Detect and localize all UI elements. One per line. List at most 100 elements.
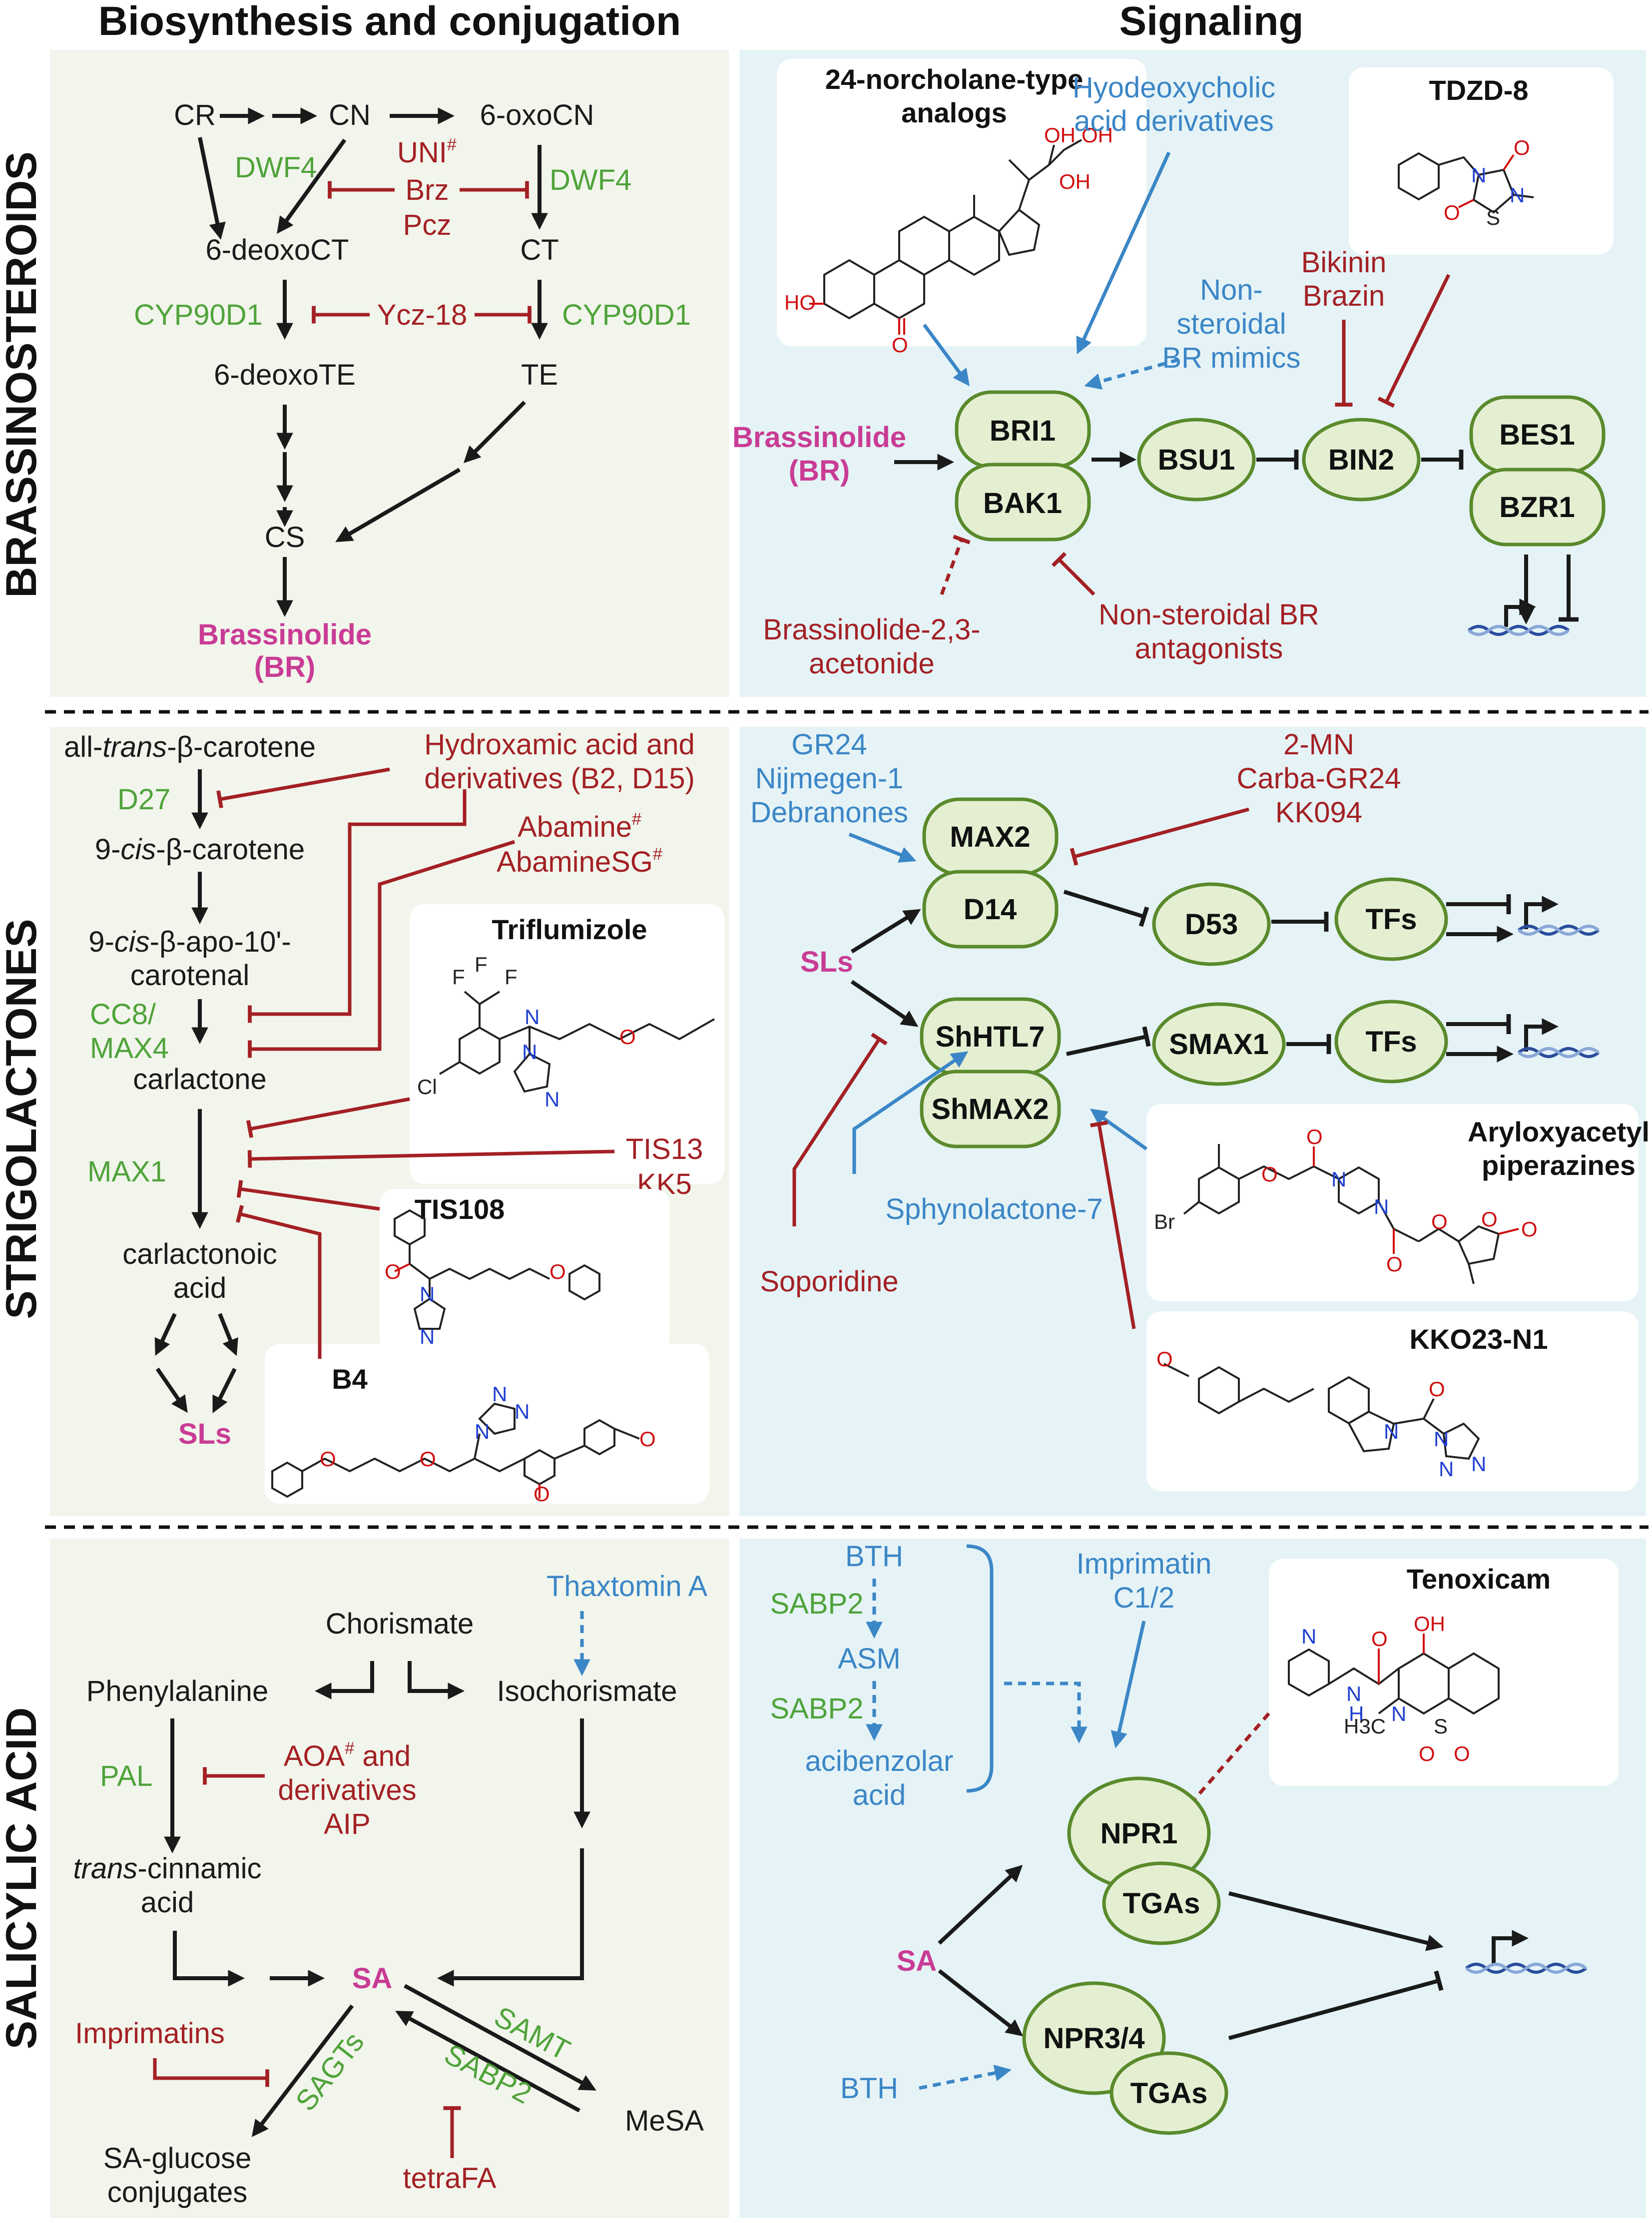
- triflumizole-box: [410, 904, 724, 1184]
- inhibitor-pcz: Pcz: [403, 209, 452, 241]
- tenoxicam-structure: N O N H OH N H3C S O O: [1288, 1612, 1500, 1765]
- inhibitor-tis13: TIS13: [626, 1133, 703, 1165]
- label-9-cis-apo-1: 9-cis-β-apo-10'-: [88, 926, 291, 958]
- compound-bth-bottom: BTH: [840, 2072, 898, 2105]
- chem-o-b4-3: O: [639, 1427, 656, 1451]
- label-trans-cinnamic: trans-cinnamic: [73, 1852, 261, 1885]
- label-sa-glucose: SA-glucose: [103, 2142, 252, 2175]
- node-npr1-label: NPR1: [1101, 1817, 1178, 1850]
- chem-f-2: F: [475, 953, 488, 976]
- node-bin2-label: BIN2: [1328, 444, 1394, 476]
- label-6-deoxote: 6-deoxoTE: [214, 359, 356, 391]
- chem-n-trif-2: N: [522, 1040, 537, 1064]
- label-all-trans-carotene: all-trans-β-carotene: [64, 731, 316, 763]
- chem-n-tis-1: N: [420, 1282, 435, 1306]
- inhibitor-aip: AIP: [324, 1808, 371, 1840]
- node-shmax2-label: ShMAX2: [931, 1093, 1049, 1125]
- chem-n-teno-3: N: [1391, 1702, 1406, 1725]
- chem-oh-1: OH: [1044, 123, 1076, 147]
- chem-h3c: H3C: [1344, 1714, 1386, 1738]
- label-cn: CN: [329, 99, 371, 131]
- compound-non: Non-: [1200, 274, 1263, 306]
- sl-signaling: GR24 Nijmegen-1 Debranones 2-MN Carba-GR…: [750, 728, 1650, 1491]
- dna-br: [1468, 598, 1570, 636]
- chem-oh-3: OH: [1059, 170, 1091, 193]
- sl-biosynthesis: all-trans-β-carotene D27 9-cis-β-caroten…: [64, 728, 724, 1506]
- chem-o-tdzd-1: O: [1514, 136, 1530, 159]
- bth-bracket: [966, 1544, 994, 1793]
- compound-b4: B4: [332, 1363, 368, 1395]
- inhibitor-bikinin: Bikinin: [1301, 246, 1387, 279]
- node-tgas-2-label: TGAs: [1130, 2077, 1208, 2110]
- compound-analogs: analogs: [901, 97, 1007, 128]
- label-cr: CR: [174, 99, 216, 131]
- chem-o-aryl-5: O: [1481, 1207, 1498, 1231]
- antagonist-nonsteroidal-2: antagonists: [1135, 632, 1283, 665]
- compound-bth-top: BTH: [845, 1540, 903, 1573]
- chem-n-teno-2: N: [1346, 1682, 1361, 1705]
- chem-br: Br: [1154, 1210, 1175, 1233]
- node-bsu1-label: BSU1: [1158, 444, 1235, 476]
- node-bri1-label: BRI1: [990, 415, 1056, 447]
- compound-kko23-n1: KKO23-N1: [1410, 1323, 1548, 1355]
- chem-o-tdzd-2: O: [1444, 201, 1460, 224]
- inhibitor-brz: Brz: [406, 174, 449, 206]
- label-cinnamic-acid: acid: [141, 1886, 194, 1919]
- label-brassinolide: Brassinolide: [198, 618, 372, 651]
- chem-o-aryl-4: O: [1431, 1210, 1448, 1233]
- chem-o-b4-4: O: [534, 1482, 550, 1506]
- inhibitor-2-mn: 2-MN: [1283, 728, 1354, 761]
- node-bak1: [955, 463, 1091, 542]
- compound-asm: ASM: [838, 1643, 901, 1675]
- label-te: TE: [521, 359, 558, 391]
- chem-n-trif-1: N: [525, 1005, 540, 1029]
- node-bsu1: [1137, 418, 1256, 502]
- node-bes1-label: BES1: [1499, 419, 1575, 451]
- label-sa-bio: SA: [352, 1962, 393, 1995]
- inhibitor-hydroxamic-1: Hydroxamic acid and: [424, 728, 695, 761]
- chem-n-tdzd-1: N: [1471, 163, 1486, 187]
- node-bin2: [1302, 418, 1421, 502]
- label-mesa: MeSA: [625, 2105, 704, 2137]
- chem-o-b4-2: O: [420, 1447, 436, 1471]
- tis108-structure: O O N N: [385, 1209, 600, 1348]
- panel-br-biosynthesis: [50, 50, 729, 697]
- node-shhtl7-label: ShHTL7: [935, 1021, 1045, 1053]
- label-br-sig: (BR): [789, 455, 850, 487]
- compound-c1-2: C1/2: [1113, 1582, 1175, 1614]
- compound-nijmegen-1: Nijmegen-1: [755, 762, 904, 795]
- steroid-structure: HO O OH OH OH: [784, 123, 1113, 357]
- compound-sphynolactone-7: Sphynolactone-7: [885, 1193, 1102, 1225]
- label-acid: acid: [173, 1272, 226, 1304]
- chem-oh-teno: OH: [1414, 1612, 1445, 1636]
- inhibitor-hydroxamic-2: derivatives (B2, D15): [424, 762, 695, 795]
- chem-o: O: [892, 333, 908, 357]
- compound-tdzd-8: TDZD-8: [1429, 74, 1528, 106]
- chem-o-aryl-2: O: [1306, 1125, 1323, 1148]
- chem-n-kko-1: N: [1384, 1420, 1399, 1443]
- enzyme-pal: PAL: [100, 1760, 152, 1792]
- chem-o-tis-2: O: [550, 1260, 566, 1283]
- chem-f-3: F: [505, 965, 518, 989]
- label-6-deoxoct: 6-deoxoCT: [206, 234, 349, 266]
- inhibitor-aoa: AOA# and: [284, 1739, 411, 1772]
- chem-n-teno-1: N: [1301, 1625, 1316, 1648]
- chem-n-kko-3: N: [1439, 1457, 1454, 1481]
- compound-triflumizole: Triflumizole: [492, 914, 647, 945]
- chem-n-b4-3: N: [515, 1400, 530, 1423]
- chem-o-b4-1: O: [320, 1447, 336, 1471]
- b4-box: [265, 1344, 709, 1504]
- chem-o-kko-1: O: [1156, 1347, 1173, 1371]
- compound-acibenzolar: acibenzolar: [805, 1745, 954, 1777]
- node-tgas-1: [1102, 1861, 1221, 1945]
- node-tfs-1-label: TFs: [1365, 903, 1417, 936]
- enzyme-sabp2-1: SABP2: [770, 1588, 864, 1620]
- node-tgas-1-label: TGAs: [1123, 1887, 1200, 1920]
- enzyme-d27: D27: [117, 783, 170, 816]
- label-6-oxocn: 6-oxoCN: [480, 99, 594, 131]
- label-brassinolide-sig: Brassinolide: [732, 421, 906, 454]
- tdzd-structure: O O N N S: [1398, 136, 1534, 229]
- br-biosynthesis: CR CN 6-oxoCN DWF4 DWF4 UNI# Brz Pcz 6-d…: [134, 99, 691, 683]
- node-d53-label: D53: [1185, 908, 1238, 941]
- compound-br-mimics: BR mimics: [1162, 342, 1300, 374]
